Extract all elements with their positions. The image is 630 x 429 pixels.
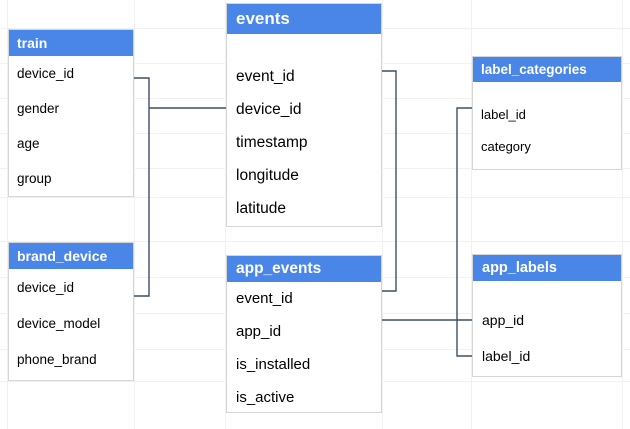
table-brand-device-field-device-model: device_model	[17, 315, 101, 331]
table-train[interactable]: train device_id gender age group	[8, 29, 134, 197]
table-app-labels[interactable]: app_labels app_id label_id	[472, 254, 622, 377]
table-app-events-field-app-id: app_id	[236, 323, 282, 340]
table-events-field-device-id: device_id	[236, 100, 302, 118]
connector-app-labels-to-label-categories	[456, 107, 472, 357]
table-brand-device-field-device-id: device_id	[17, 279, 75, 295]
table-app-labels-field-app-id: app_id	[482, 312, 525, 328]
table-label-categories-spacer	[473, 82, 621, 98]
table-brand-device-field-phone-brand: phone_brand	[17, 351, 97, 367]
table-train-field-age: age	[17, 136, 40, 151]
table-label-categories-field-category: category	[481, 138, 531, 154]
table-app-events-field-event-id: event_id	[236, 290, 293, 307]
table-app-events[interactable]: app_events event_id app_id is_installed …	[226, 255, 382, 413]
table-brand-device[interactable]: brand_device device_id device_model phon…	[8, 242, 134, 381]
table-app-events-header: app_events	[227, 256, 381, 282]
table-app-events-field-is-installed: is_installed	[236, 356, 311, 373]
table-app-events-field-is-active: is_active	[236, 389, 295, 406]
table-train-field-gender: gender	[17, 101, 60, 116]
table-events-field-timestamp: timestamp	[236, 133, 308, 151]
table-events-field-longitude: longitude	[236, 166, 299, 184]
table-app-labels-spacer	[473, 281, 621, 302]
connector-events-to-app-events	[382, 70, 397, 292]
table-label-categories-header: label_categories	[473, 57, 621, 82]
table-events-spacer	[227, 34, 381, 60]
table-app-labels-field-label-id: label_id	[482, 348, 531, 364]
table-train-field-device-id: device_id	[17, 66, 75, 81]
table-train-header: train	[9, 30, 133, 56]
table-app-labels-header: app_labels	[473, 255, 621, 281]
table-label-categories-field-label-id: label_id	[481, 106, 526, 122]
table-events-field-event-id: event_id	[236, 67, 295, 85]
table-brand-device-header: brand_device	[9, 243, 133, 269]
table-events[interactable]: events event_id device_id timestamp long…	[226, 3, 382, 227]
table-label-categories[interactable]: label_categories label_id category	[472, 56, 622, 170]
table-train-field-group: group	[17, 171, 52, 186]
connector-train-branddevice-trunk	[134, 77, 150, 297]
table-events-header: events	[227, 4, 381, 34]
table-events-field-latitude: latitude	[236, 199, 286, 217]
